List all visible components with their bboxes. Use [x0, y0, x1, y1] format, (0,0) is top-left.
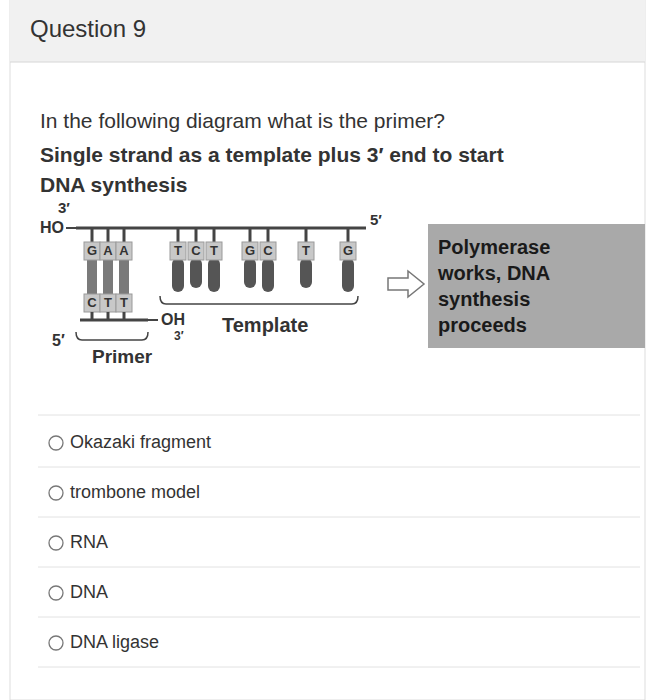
- answer-option: DNA: [70, 582, 108, 604]
- base-letter: C: [188, 243, 204, 259]
- end-label: 3′: [58, 199, 70, 217]
- end-label: 5′: [370, 211, 382, 229]
- question-heading: Question 9: [30, 15, 146, 44]
- primer-bracket: [76, 332, 148, 340]
- question-text: In the following diagram what is the pri…: [40, 108, 445, 133]
- base-letter: T: [100, 295, 116, 311]
- base-letter: C: [84, 295, 100, 311]
- base-pairs: [87, 260, 129, 294]
- box-text: Polymerase works, DNA synthesis proceeds: [438, 234, 588, 338]
- base-letter: C: [260, 243, 276, 259]
- process-arrow: [388, 271, 424, 297]
- base-letter: T: [170, 243, 186, 259]
- strand-label: Primer: [92, 346, 152, 369]
- answer-option: Okazaki fragment: [70, 432, 211, 454]
- template-bracket: [160, 296, 358, 304]
- unpaired-bases: [172, 258, 354, 292]
- header-band: [10, 0, 645, 62]
- primer-tiles: [84, 294, 132, 312]
- base-letter: G: [84, 243, 100, 259]
- answer-option: DNA ligase: [70, 632, 159, 654]
- base-stems: [92, 228, 348, 242]
- base-tiles: [84, 242, 356, 260]
- diagram-caption: Single strand as a template plus 3′ end …: [40, 140, 530, 200]
- end-group: OH: [161, 310, 185, 329]
- base-letter: G: [340, 243, 356, 259]
- option-separators: [38, 415, 640, 667]
- ho-dash: [66, 227, 76, 229]
- result-box: Polymerase works, DNA synthesis proceeds: [428, 224, 645, 348]
- base-letter: T: [206, 243, 222, 259]
- page-frame: [10, 0, 645, 700]
- base-letter: A: [100, 243, 116, 259]
- base-letter: T: [116, 295, 132, 311]
- header-rule: [10, 62, 645, 63]
- radio-buttons: [49, 436, 63, 650]
- base-letter: A: [116, 243, 132, 259]
- base-letter: G: [242, 243, 258, 259]
- end-group: HO: [40, 218, 64, 237]
- answer-option: trombone model: [70, 482, 200, 504]
- template-backbone: [76, 227, 366, 230]
- oh-dash: [148, 319, 158, 321]
- strand-label: Template: [222, 313, 308, 337]
- end-label: 5′: [52, 331, 65, 350]
- end-label: 3′: [174, 329, 184, 343]
- base-letter: T: [298, 243, 314, 259]
- answer-option: RNA: [70, 532, 108, 554]
- primer-backbone: [80, 319, 148, 322]
